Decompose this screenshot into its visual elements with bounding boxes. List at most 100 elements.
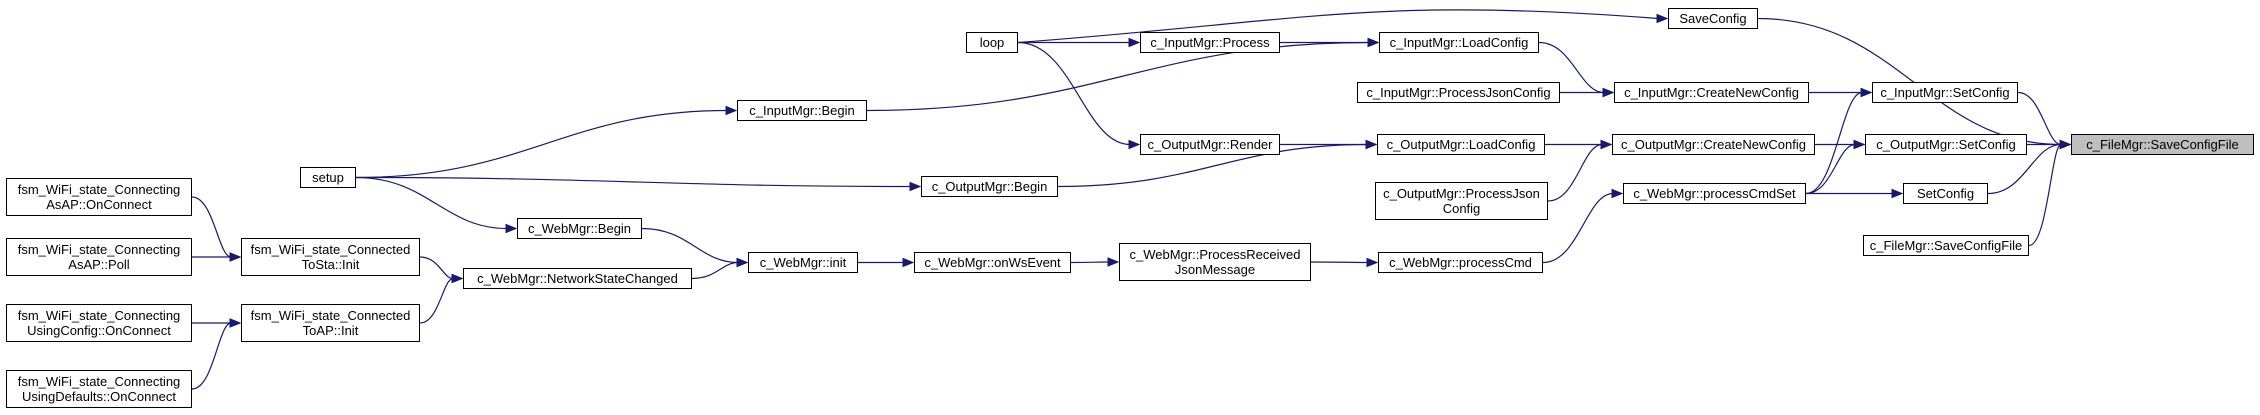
node-label: c_FileMgr::SaveConfigFile xyxy=(2086,137,2239,152)
edge-setup-to-outputmgr-begin xyxy=(355,176,912,188)
node-outputmgr-processjsonconfig[interactable]: c_OutputMgr::ProcessJson Config xyxy=(1375,182,1548,220)
node-label: SaveConfig xyxy=(1679,11,1747,26)
node-fsm-connected-tosta-init[interactable]: fsm_WiFi_state_Connected ToSta::Init xyxy=(241,238,420,276)
node-saveconfig-top[interactable]: SaveConfig xyxy=(1668,8,1758,29)
edge-arrowhead xyxy=(1600,139,1613,150)
node-fsm-connecting-asap-onconnect[interactable]: fsm_WiFi_state_Connecting AsAP::OnConnec… xyxy=(6,178,192,216)
node-label: c_FileMgr::SaveConfigFile xyxy=(1869,238,2023,253)
node-label: c_OutputMgr::Begin xyxy=(931,179,1048,194)
edge-arrowhead xyxy=(1602,87,1615,98)
node-outputmgr-createnewconfig[interactable]: c_OutputMgr::CreateNewConfig xyxy=(1612,134,1815,155)
edge-arrowhead xyxy=(736,257,749,268)
edge-loop-to-saveconfig-top xyxy=(1017,9,1659,44)
edge-inputmgr-begin-to-inputmgr-loadconfig xyxy=(866,41,1370,112)
node-setup[interactable]: setup xyxy=(300,167,356,188)
node-label: c_OutputMgr::Render xyxy=(1147,137,1273,152)
node-label: c_InputMgr::ProcessJsonConfig xyxy=(1366,85,1551,100)
node-label: c_InputMgr::Process xyxy=(1150,35,1270,50)
edge-fsm-connecting-usingdefaults-onconnect-to-fsm-connected-toap-init xyxy=(191,322,232,390)
node-fsm-connecting-asap-poll[interactable]: fsm_WiFi_state_Connecting AsAP::Poll xyxy=(6,238,192,276)
edge-webmgr-networkstatechanged-to-webmgr-init xyxy=(691,261,739,280)
node-webmgr-networkstatechanged[interactable]: c_WebMgr::NetworkStateChanged xyxy=(463,268,692,289)
node-loop[interactable]: loop xyxy=(966,32,1018,53)
node-label: c_OutputMgr::CreateNewConfig xyxy=(1621,137,1806,152)
edge-arrowhead xyxy=(505,223,518,234)
node-fsm-connecting-usingconfig-onconnect[interactable]: fsm_WiFi_state_Connecting UsingConfig::O… xyxy=(6,304,192,342)
node-label: c_OutputMgr::LoadConfig xyxy=(1386,137,1536,152)
node-root: c_FileMgr::SaveConfigFile xyxy=(2071,134,2254,155)
edge-loop-to-outputmgr-render xyxy=(1017,41,1131,146)
edge-filemgr-saveconfigfile-to-root xyxy=(2028,143,2062,247)
node-webmgr-processcmd[interactable]: c_WebMgr::processCmd xyxy=(1378,252,1543,273)
edge-arrowhead xyxy=(1891,188,1904,199)
edge-outputmgr-begin-to-outputmgr-loadconfig xyxy=(1057,143,1368,188)
node-webmgr-processcmdset[interactable]: c_WebMgr::processCmdSet xyxy=(1623,183,1806,204)
edge-setup-to-inputmgr-begin xyxy=(355,109,728,179)
node-inputmgr-process[interactable]: c_InputMgr::Process xyxy=(1140,32,1280,53)
edge-arrowhead xyxy=(229,318,242,328)
node-inputmgr-begin[interactable]: c_InputMgr::Begin xyxy=(737,100,867,121)
edge-arrowhead xyxy=(725,105,738,116)
node-filemgr-saveconfigfile[interactable]: c_FileMgr::SaveConfigFile xyxy=(1863,235,2029,256)
edge-arrowhead xyxy=(1107,257,1120,267)
node-setconfig[interactable]: SetConfig xyxy=(1903,183,1988,204)
edge-arrowhead xyxy=(1366,257,1379,268)
edge-arrowhead xyxy=(1853,139,1866,150)
edge-inputmgr-loadconfig-to-inputmgr-createnewconfig xyxy=(1538,41,1605,94)
node-label: fsm_WiFi_state_Connecting AsAP::OnConnec… xyxy=(17,182,181,212)
node-label: c_OutputMgr::ProcessJson Config xyxy=(1383,186,1540,216)
node-label: c_InputMgr::LoadConfig xyxy=(1389,35,1529,50)
node-label: fsm_WiFi_state_Connecting UsingConfig::O… xyxy=(17,308,181,338)
edge-arrowhead xyxy=(1860,87,1873,98)
node-label: fsm_WiFi_state_Connecting UsingDefaults:… xyxy=(17,374,181,404)
node-label: c_InputMgr::Begin xyxy=(749,103,855,118)
node-label: fsm_WiFi_state_Connecting AsAP::Poll xyxy=(17,242,181,272)
edge-arrowhead xyxy=(1367,37,1380,48)
node-label: SetConfig xyxy=(1916,186,1975,201)
node-webmgr-processreceived[interactable]: c_WebMgr::ProcessReceived JsonMessage xyxy=(1119,243,1311,281)
edge-arrowhead xyxy=(1128,139,1141,150)
edge-setconfig-to-root xyxy=(1987,143,2062,195)
node-outputmgr-loadconfig[interactable]: c_OutputMgr::LoadConfig xyxy=(1377,134,1545,155)
node-label: fsm_WiFi_state_Connected ToAP::Init xyxy=(250,308,411,338)
node-label: c_OutputMgr::SetConfig xyxy=(1876,137,2016,152)
node-label: loop xyxy=(979,35,1005,50)
node-label: c_WebMgr::init xyxy=(759,255,847,270)
edge-arrowhead xyxy=(1128,37,1141,48)
edge-fsm-connected-toap-init-to-webmgr-networkstatechanged xyxy=(419,277,454,324)
node-inputmgr-setconfig[interactable]: c_InputMgr::SetConfig xyxy=(1872,82,2018,103)
node-webmgr-onwsevent[interactable]: c_WebMgr::onWsEvent xyxy=(914,252,1071,273)
edge-webmgr-processcmdset-to-inputmgr-setconfig xyxy=(1805,91,1863,195)
node-inputmgr-createnewconfig[interactable]: c_InputMgr::CreateNewConfig xyxy=(1614,82,1809,103)
node-webmgr-init[interactable]: c_WebMgr::init xyxy=(748,252,858,273)
edge-webmgr-processcmdset-to-outputmgr-setconfig xyxy=(1805,143,1856,195)
node-label: c_InputMgr::SetConfig xyxy=(1880,85,2010,100)
node-label: c_WebMgr::Begin xyxy=(527,221,632,236)
edge-arrowhead xyxy=(902,257,915,268)
edge-arrowhead xyxy=(2059,139,2072,150)
edge-webmgr-begin-to-webmgr-init xyxy=(641,227,739,264)
node-fsm-connecting-usingdefaults-onconnect[interactable]: fsm_WiFi_state_Connecting UsingDefaults:… xyxy=(6,370,192,408)
edge-arrowhead xyxy=(909,181,922,192)
node-outputmgr-begin[interactable]: c_OutputMgr::Begin xyxy=(921,176,1058,197)
node-inputmgr-loadconfig[interactable]: c_InputMgr::LoadConfig xyxy=(1379,32,1539,53)
node-outputmgr-render[interactable]: c_OutputMgr::Render xyxy=(1140,134,1280,155)
node-webmgr-begin[interactable]: c_WebMgr::Begin xyxy=(517,218,642,239)
node-inputmgr-processjsonconfig[interactable]: c_InputMgr::ProcessJsonConfig xyxy=(1357,82,1560,103)
node-label: c_WebMgr::processCmd xyxy=(1389,255,1532,270)
edge-webmgr-onwsevent-to-webmgr-processreceived xyxy=(1070,261,1110,264)
node-fsm-connected-toap-init[interactable]: fsm_WiFi_state_Connected ToAP::Init xyxy=(241,304,420,342)
node-label: c_WebMgr::NetworkStateChanged xyxy=(477,271,678,286)
node-label: c_WebMgr::processCmdSet xyxy=(1633,186,1796,201)
node-label: fsm_WiFi_state_Connected ToSta::Init xyxy=(250,242,411,272)
edge-outputmgr-processjsonconfig-to-outputmgr-createnewconfig xyxy=(1547,143,1603,202)
edge-fsm-connecting-asap-onconnect-to-fsm-connected-tosta-init xyxy=(191,196,232,258)
edge-webmgr-processcmd-to-webmgr-processcmdset xyxy=(1542,192,1614,264)
node-label: c_InputMgr::CreateNewConfig xyxy=(1624,85,1799,100)
node-outputmgr-setconfig[interactable]: c_OutputMgr::SetConfig xyxy=(1865,134,2027,155)
edge-webmgr-processreceived-to-webmgr-processcmd xyxy=(1310,261,1369,264)
edge-arrowhead xyxy=(451,273,464,284)
edge-arrowhead xyxy=(229,252,242,262)
